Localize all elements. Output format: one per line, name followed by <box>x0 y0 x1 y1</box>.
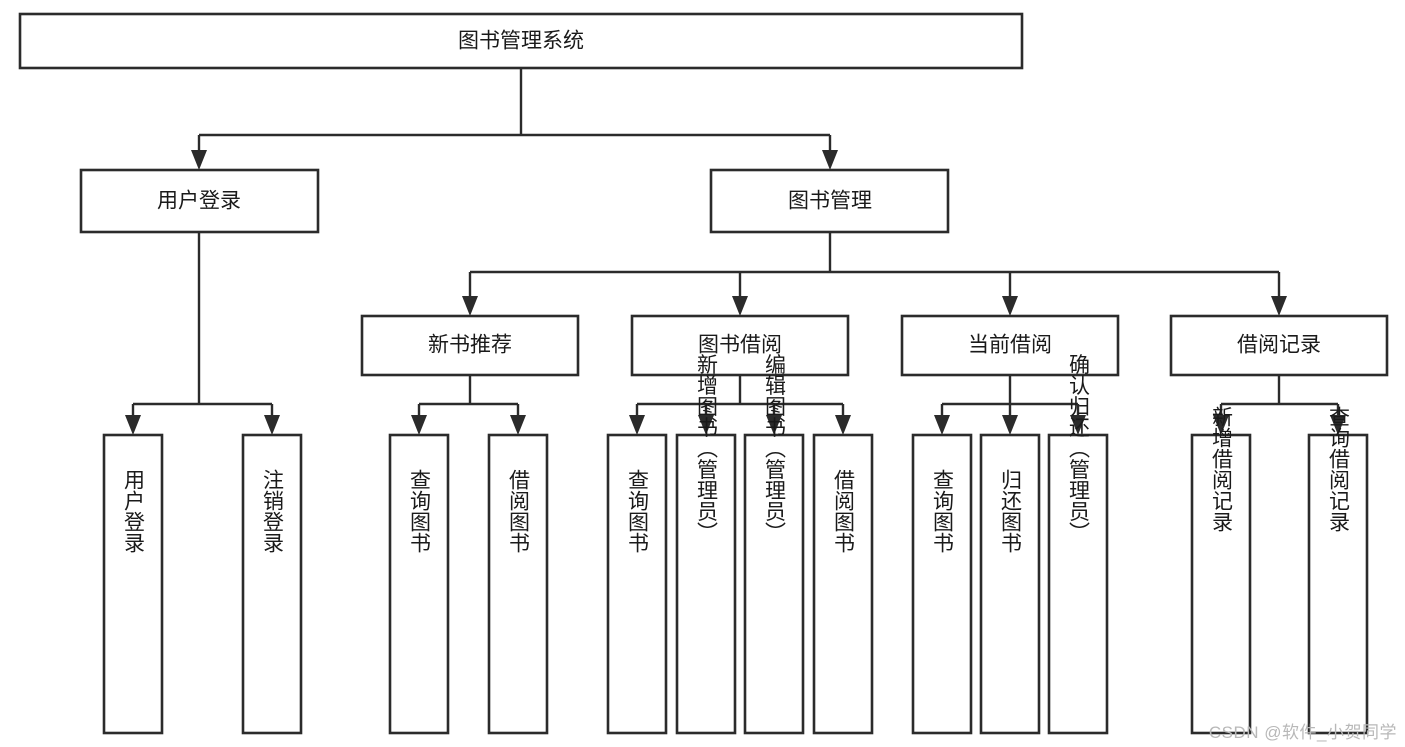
node-root[interactable]: 图书管理系统 <box>18 12 1024 70</box>
node-leaf-borrow-book-2[interactable]: 借阅图书 <box>812 433 874 735</box>
arrow-head-book-borrow <box>732 296 748 316</box>
node-leaf-add-record[interactable]: 新增借阅记录 <box>1190 406 1252 735</box>
node-leaf-borrow-book-1[interactable]: 借阅图书 <box>487 433 549 735</box>
node-leaf-query-book-3[interactable]: 查询图书 <box>911 433 973 735</box>
node-leaf-add-record-label: 新增借阅记录 <box>1210 406 1234 532</box>
node-new-book-rec-box[interactable] <box>360 314 580 377</box>
node-book-borrow[interactable]: 图书借阅 <box>630 314 850 377</box>
node-leaf-query-book-2[interactable]: 查询图书 <box>606 433 668 735</box>
arrow-head-leaf-add-book <box>698 415 714 435</box>
arrow-head-leaf-query-book-3 <box>934 415 950 435</box>
node-leaf-edit-book-box[interactable] <box>743 433 805 735</box>
arrow-head-user-login <box>191 150 207 170</box>
arrow-head-leaf-confirm-return <box>1070 415 1086 435</box>
arrow-head-leaf-logout-login <box>264 415 280 435</box>
node-borrow-record-box[interactable] <box>1169 314 1389 377</box>
node-user-login-label: 用户登录 <box>157 190 241 213</box>
node-leaf-confirm-return-label: 确认归还（管理员） <box>1067 354 1091 543</box>
node-current-borrow[interactable]: 当前借阅 <box>900 314 1120 377</box>
node-leaf-return-book-label: 归还图书 <box>999 469 1023 553</box>
node-new-book-rec[interactable]: 新书推荐 <box>360 314 580 377</box>
node-leaf-user-login-box[interactable] <box>102 433 164 735</box>
node-leaf-query-record-box[interactable] <box>1307 433 1369 735</box>
arrow-head-leaf-query-book-2 <box>629 415 645 435</box>
node-leaf-query-record-label: 查询借阅记录 <box>1327 406 1351 532</box>
node-user-login-box[interactable] <box>79 168 320 234</box>
arrow-head-leaf-user-login <box>125 415 141 435</box>
connector-layer <box>125 68 1346 435</box>
node-book-manage[interactable]: 图书管理 <box>709 168 950 234</box>
node-leaf-user-login[interactable]: 用户登录 <box>102 433 164 735</box>
arrow-head-leaf-query-book-1 <box>411 415 427 435</box>
node-leaf-edit-book[interactable]: 编辑图书（管理员） <box>743 354 805 735</box>
node-root-box[interactable] <box>18 12 1024 70</box>
node-leaf-add-book-label: 新增图书（管理员） <box>695 354 719 543</box>
node-leaf-borrow-book-2-box[interactable] <box>812 433 874 735</box>
node-leaf-return-book[interactable]: 归还图书 <box>979 433 1041 735</box>
arrow-head-leaf-add-record <box>1213 415 1229 435</box>
arrow-head-new-book-rec <box>462 296 478 316</box>
node-leaf-query-book-3-box[interactable] <box>911 433 973 735</box>
node-leaf-query-book-2-label: 查询图书 <box>626 469 650 553</box>
node-book-manage-label: 图书管理 <box>788 190 872 213</box>
arrow-head-leaf-return-book <box>1002 415 1018 435</box>
node-leaf-query-book-2-box[interactable] <box>606 433 668 735</box>
node-leaf-add-record-box[interactable] <box>1190 433 1252 735</box>
node-leaf-query-book-1[interactable]: 查询图书 <box>388 433 450 735</box>
node-current-borrow-box[interactable] <box>900 314 1120 377</box>
node-leaf-add-book-box[interactable] <box>675 433 737 735</box>
node-leaf-confirm-return-box[interactable] <box>1047 433 1109 735</box>
node-leaf-add-book[interactable]: 新增图书（管理员） <box>675 354 737 735</box>
node-leaf-logout-login[interactable]: 注销登录 <box>241 433 303 735</box>
node-leaf-borrow-book-1-label: 借阅图书 <box>507 469 531 553</box>
arrow-head-leaf-borrow-book-1 <box>510 415 526 435</box>
node-current-borrow-label: 当前借阅 <box>968 334 1052 357</box>
node-leaf-query-book-1-label: 查询图书 <box>408 469 432 553</box>
node-leaf-return-book-box[interactable] <box>979 433 1041 735</box>
node-leaf-query-book-1-box[interactable] <box>388 433 450 735</box>
node-book-manage-box[interactable] <box>709 168 950 234</box>
node-user-login[interactable]: 用户登录 <box>79 168 320 234</box>
node-leaf-edit-book-label: 编辑图书（管理员） <box>763 354 787 543</box>
node-book-borrow-label: 图书借阅 <box>698 334 782 357</box>
arrow-head-leaf-query-record <box>1330 415 1346 435</box>
arrow-head-borrow-record <box>1271 296 1287 316</box>
node-leaf-borrow-book-1-box[interactable] <box>487 433 549 735</box>
arrow-head-book-manage <box>822 150 838 170</box>
node-leaf-user-login-label: 用户登录 <box>122 469 146 553</box>
node-new-book-rec-label: 新书推荐 <box>428 334 512 357</box>
node-borrow-record-label: 借阅记录 <box>1237 334 1321 357</box>
node-root-label: 图书管理系统 <box>458 30 584 53</box>
node-leaf-borrow-book-2-label: 借阅图书 <box>832 469 856 553</box>
node-borrow-record[interactable]: 借阅记录 <box>1169 314 1389 377</box>
node-leaf-query-book-3-label: 查询图书 <box>931 469 955 553</box>
node-leaf-logout-login-label: 注销登录 <box>261 469 285 553</box>
node-leaf-confirm-return[interactable]: 确认归还（管理员） <box>1047 354 1109 735</box>
node-leaf-logout-login-box[interactable] <box>241 433 303 735</box>
arrow-head-current-borrow <box>1002 296 1018 316</box>
arrow-head-leaf-borrow-book-2 <box>835 415 851 435</box>
node-book-borrow-box[interactable] <box>630 314 850 377</box>
arrow-head-leaf-edit-book <box>766 415 782 435</box>
node-leaf-query-record[interactable]: 查询借阅记录 <box>1307 406 1369 735</box>
